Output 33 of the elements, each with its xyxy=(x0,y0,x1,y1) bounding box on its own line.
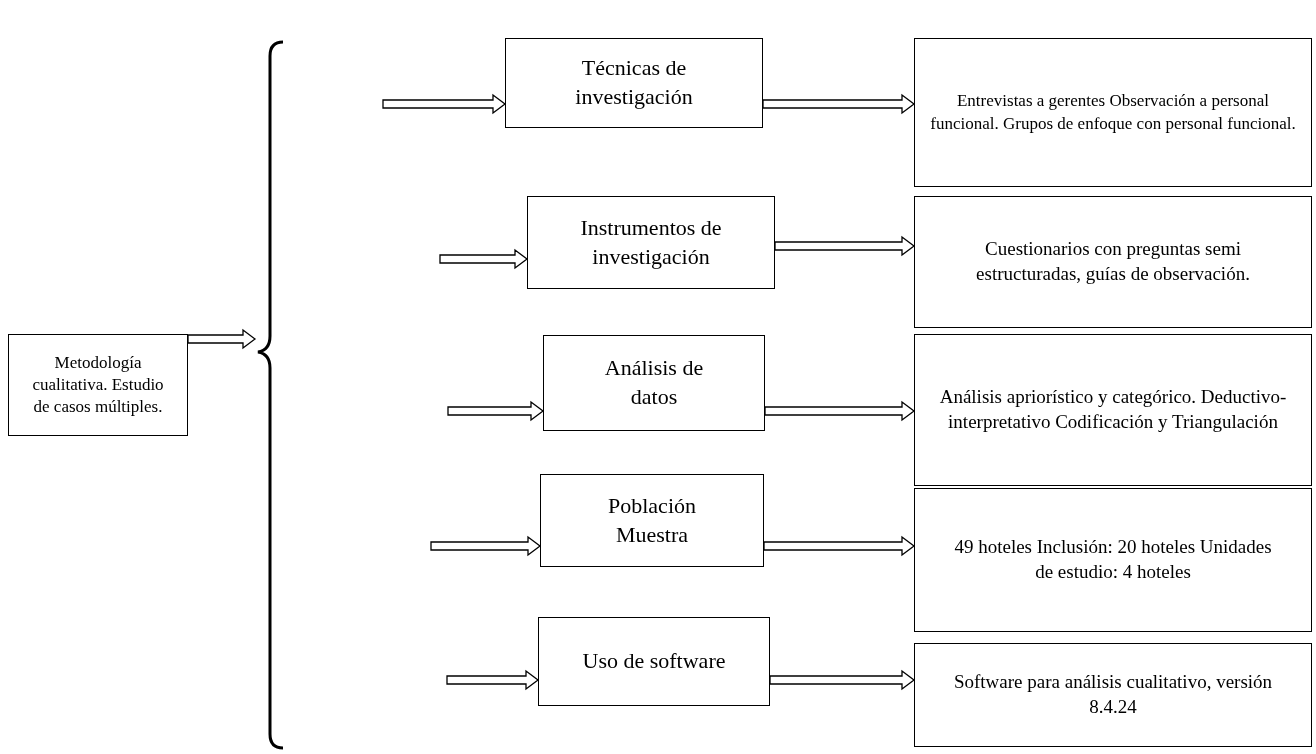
text-box xyxy=(914,488,1312,632)
text-box xyxy=(914,643,1312,747)
block-arrow xyxy=(774,235,916,257)
block-arrow xyxy=(447,400,545,422)
block-arrow xyxy=(187,328,257,350)
box-text: Entrevistas a gerentes Observación a personal funcional. Grupos de enfoque con personal funcional. xyxy=(929,90,1297,135)
block-arrow xyxy=(762,93,916,115)
block-arrow xyxy=(439,248,529,270)
text-box xyxy=(527,196,775,289)
box-text: Metodología cualitativa. Estudio de casos múltiples. xyxy=(31,351,165,419)
box-text: Técnicas de investigación xyxy=(574,54,694,111)
text-box xyxy=(540,474,764,567)
block-arrow xyxy=(763,535,916,557)
block-arrow xyxy=(769,669,916,691)
box-text: Uso de software xyxy=(582,647,726,676)
text-box xyxy=(8,334,188,436)
block-arrow xyxy=(382,93,507,115)
block-arrow xyxy=(430,535,542,557)
text-box xyxy=(914,334,1312,486)
box-text: Análisis apriorístico y categórico. Deductivo-interpretativo Codificación y Triangulación xyxy=(938,385,1288,434)
text-box xyxy=(505,38,763,128)
box-text: Instrumentos de investigación xyxy=(579,213,723,271)
text-box xyxy=(914,38,1312,187)
box-text: Población Muestra xyxy=(607,491,697,549)
text-box xyxy=(914,196,1312,328)
box-text: 49 hoteles Inclusión: 20 hoteles Unidades de estudio: 4 hoteles xyxy=(953,535,1273,584)
block-arrow xyxy=(446,669,540,691)
box-text: Análisis de datos xyxy=(604,354,704,411)
box-text: Cuestionarios con preguntas semi estructuradas, guías de observación. xyxy=(975,237,1251,286)
block-arrow xyxy=(764,400,916,422)
box-text: Software para análisis cualitativo, versión 8.4.24 xyxy=(952,670,1274,719)
text-box xyxy=(543,335,765,431)
text-box xyxy=(538,617,770,706)
